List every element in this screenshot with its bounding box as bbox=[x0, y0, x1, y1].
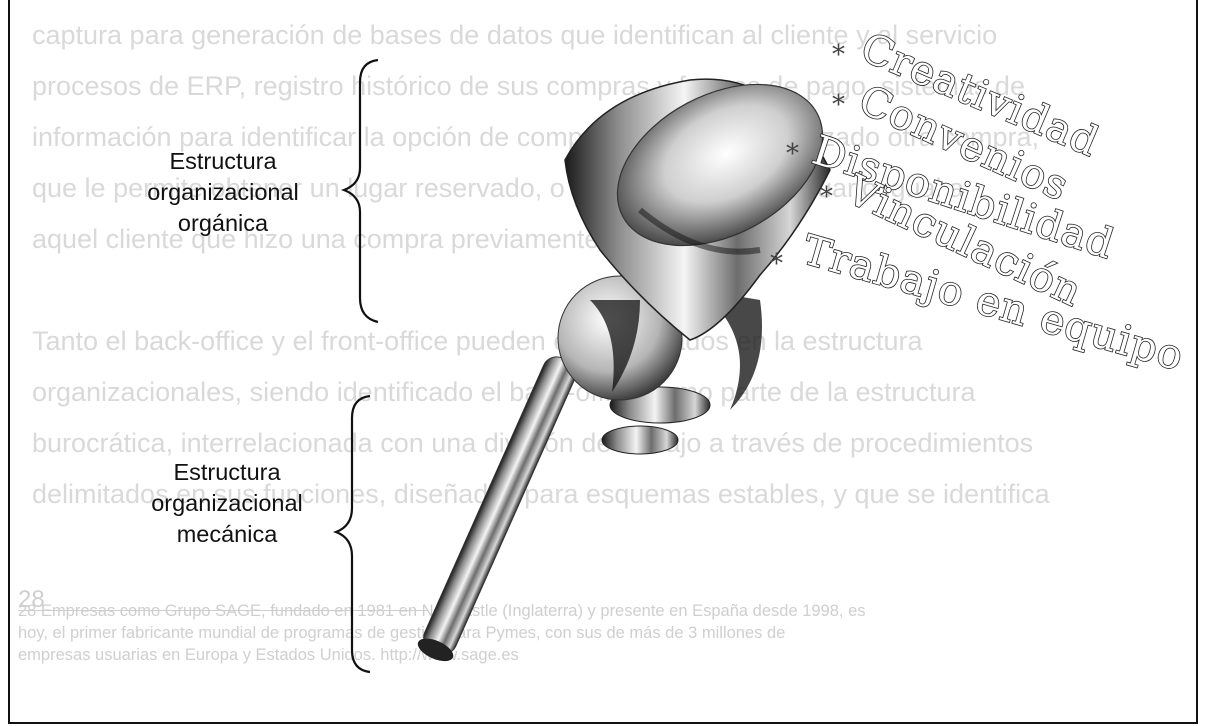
label-line: orgánica bbox=[108, 208, 338, 239]
star-vinculacion: * bbox=[820, 182, 833, 212]
label-estructura-organica: Estructura organizacional orgánica bbox=[108, 146, 338, 239]
horn-tube bbox=[415, 352, 583, 666]
star-trabajo: * bbox=[770, 249, 783, 279]
label-estructura-mecanica: Estructura organizacional mecánica bbox=[112, 457, 342, 550]
brace-organica bbox=[344, 60, 378, 322]
label-line: Estructura bbox=[108, 146, 338, 177]
label-line: mecánica bbox=[112, 519, 342, 550]
label-line: organizacional bbox=[112, 488, 342, 519]
horn-words: * Creatividad * Convenios * Disponibilid… bbox=[770, 23, 1189, 380]
star-convenios: * bbox=[832, 90, 845, 120]
star-disponibilidad: * bbox=[786, 139, 799, 169]
label-line: organizacional bbox=[108, 177, 338, 208]
star-creatividad: * bbox=[832, 40, 845, 70]
label-line: Estructura bbox=[112, 457, 342, 488]
